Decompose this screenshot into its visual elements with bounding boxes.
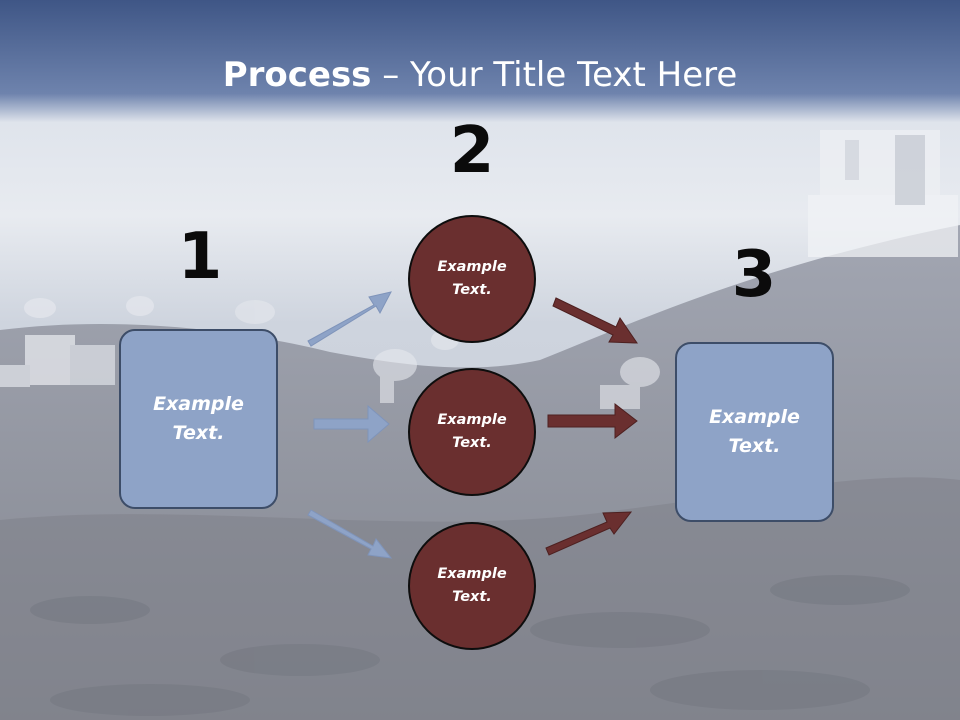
arrow-red-up bbox=[552, 297, 638, 344]
circle-bottom-text: Example Text. bbox=[437, 563, 506, 609]
arrow-red-down bbox=[545, 511, 633, 556]
step-3-box[interactable]: Example Text. bbox=[675, 342, 834, 522]
step-1-box[interactable]: Example Text. bbox=[119, 329, 278, 509]
arrow-blue-mid bbox=[313, 404, 390, 444]
circle-bottom-line1: Example bbox=[437, 566, 507, 582]
step-number-1: 1 bbox=[177, 220, 223, 294]
circle-top-text: Example Text. bbox=[437, 256, 506, 302]
arrow-red-mid bbox=[547, 402, 638, 440]
circle-middle-line1: Example bbox=[437, 412, 507, 428]
step-number-3: 3 bbox=[731, 238, 777, 312]
step-3-line1: Example bbox=[709, 406, 800, 428]
circle-middle-line2: Text. bbox=[452, 435, 492, 451]
step-number-2: 2 bbox=[449, 114, 495, 188]
title-bold: Process bbox=[222, 55, 372, 95]
circle-top-line1: Example bbox=[437, 259, 507, 275]
arrow-blue-down bbox=[307, 509, 393, 559]
slide-title: Process – Your Title Text Here bbox=[0, 52, 960, 98]
observatory-building bbox=[808, 130, 958, 257]
step-2-circle-bottom[interactable]: Example Text. bbox=[408, 522, 536, 650]
step-2-circle-top[interactable]: Example Text. bbox=[408, 215, 536, 343]
arrow-blue-up bbox=[307, 291, 392, 347]
circle-bottom-line2: Text. bbox=[452, 589, 492, 605]
step-3-box-text: Example Text. bbox=[709, 403, 800, 461]
circle-top-line2: Text. bbox=[452, 282, 492, 298]
title-rest: – Your Title Text Here bbox=[371, 55, 738, 95]
step-2-circle-middle[interactable]: Example Text. bbox=[408, 368, 536, 496]
step-1-box-text: Example Text. bbox=[153, 390, 244, 448]
step-1-line1: Example bbox=[153, 393, 244, 415]
circle-middle-text: Example Text. bbox=[437, 409, 506, 455]
step-3-line2: Text. bbox=[728, 435, 781, 457]
step-1-line2: Text. bbox=[172, 422, 225, 444]
